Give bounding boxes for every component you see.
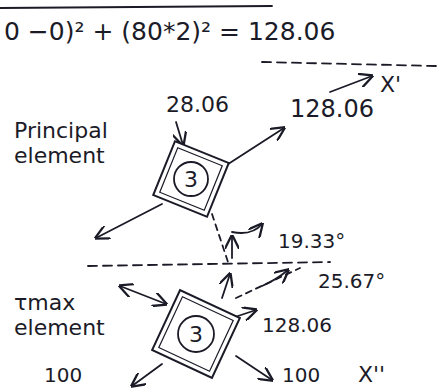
angle-arc [232,224,262,233]
stress-arrow [222,128,284,168]
element-number: 3 [150,288,242,380]
angle-line [236,268,300,298]
page-rule [0,6,272,8]
stress-value: 128.06 [290,96,374,124]
shear-arrow [222,274,230,298]
shear-arrow [120,286,166,304]
axis-arrow [330,76,372,92]
element-number: 3 [148,136,234,222]
reference-axis [262,62,436,66]
stress-value: 100 [44,364,82,387]
reference-axis [88,262,330,266]
stress-value: 128.06 [262,314,332,337]
stress-arrow [132,364,162,386]
angle-arrow [231,236,233,258]
stress-value: 100 [282,364,320,387]
equation: 0 −0)² + (80*2)² = 128.06 [4,18,335,47]
axis-label: X' [380,72,401,97]
stress-element: 3 [150,288,242,380]
axis-label: X'' [358,362,385,387]
stress-element: 3 [148,136,234,222]
angle-value: 25.67° [318,270,385,293]
stress-value: 28.06 [166,92,229,117]
angle-value: 19.33° [278,230,345,253]
stress-arrow [236,356,272,380]
element-title: τmax element [14,290,120,341]
stress-arrow [96,204,162,238]
element-title: Principal element [14,118,126,169]
angle-arc [262,270,288,286]
angle-line [212,214,228,262]
